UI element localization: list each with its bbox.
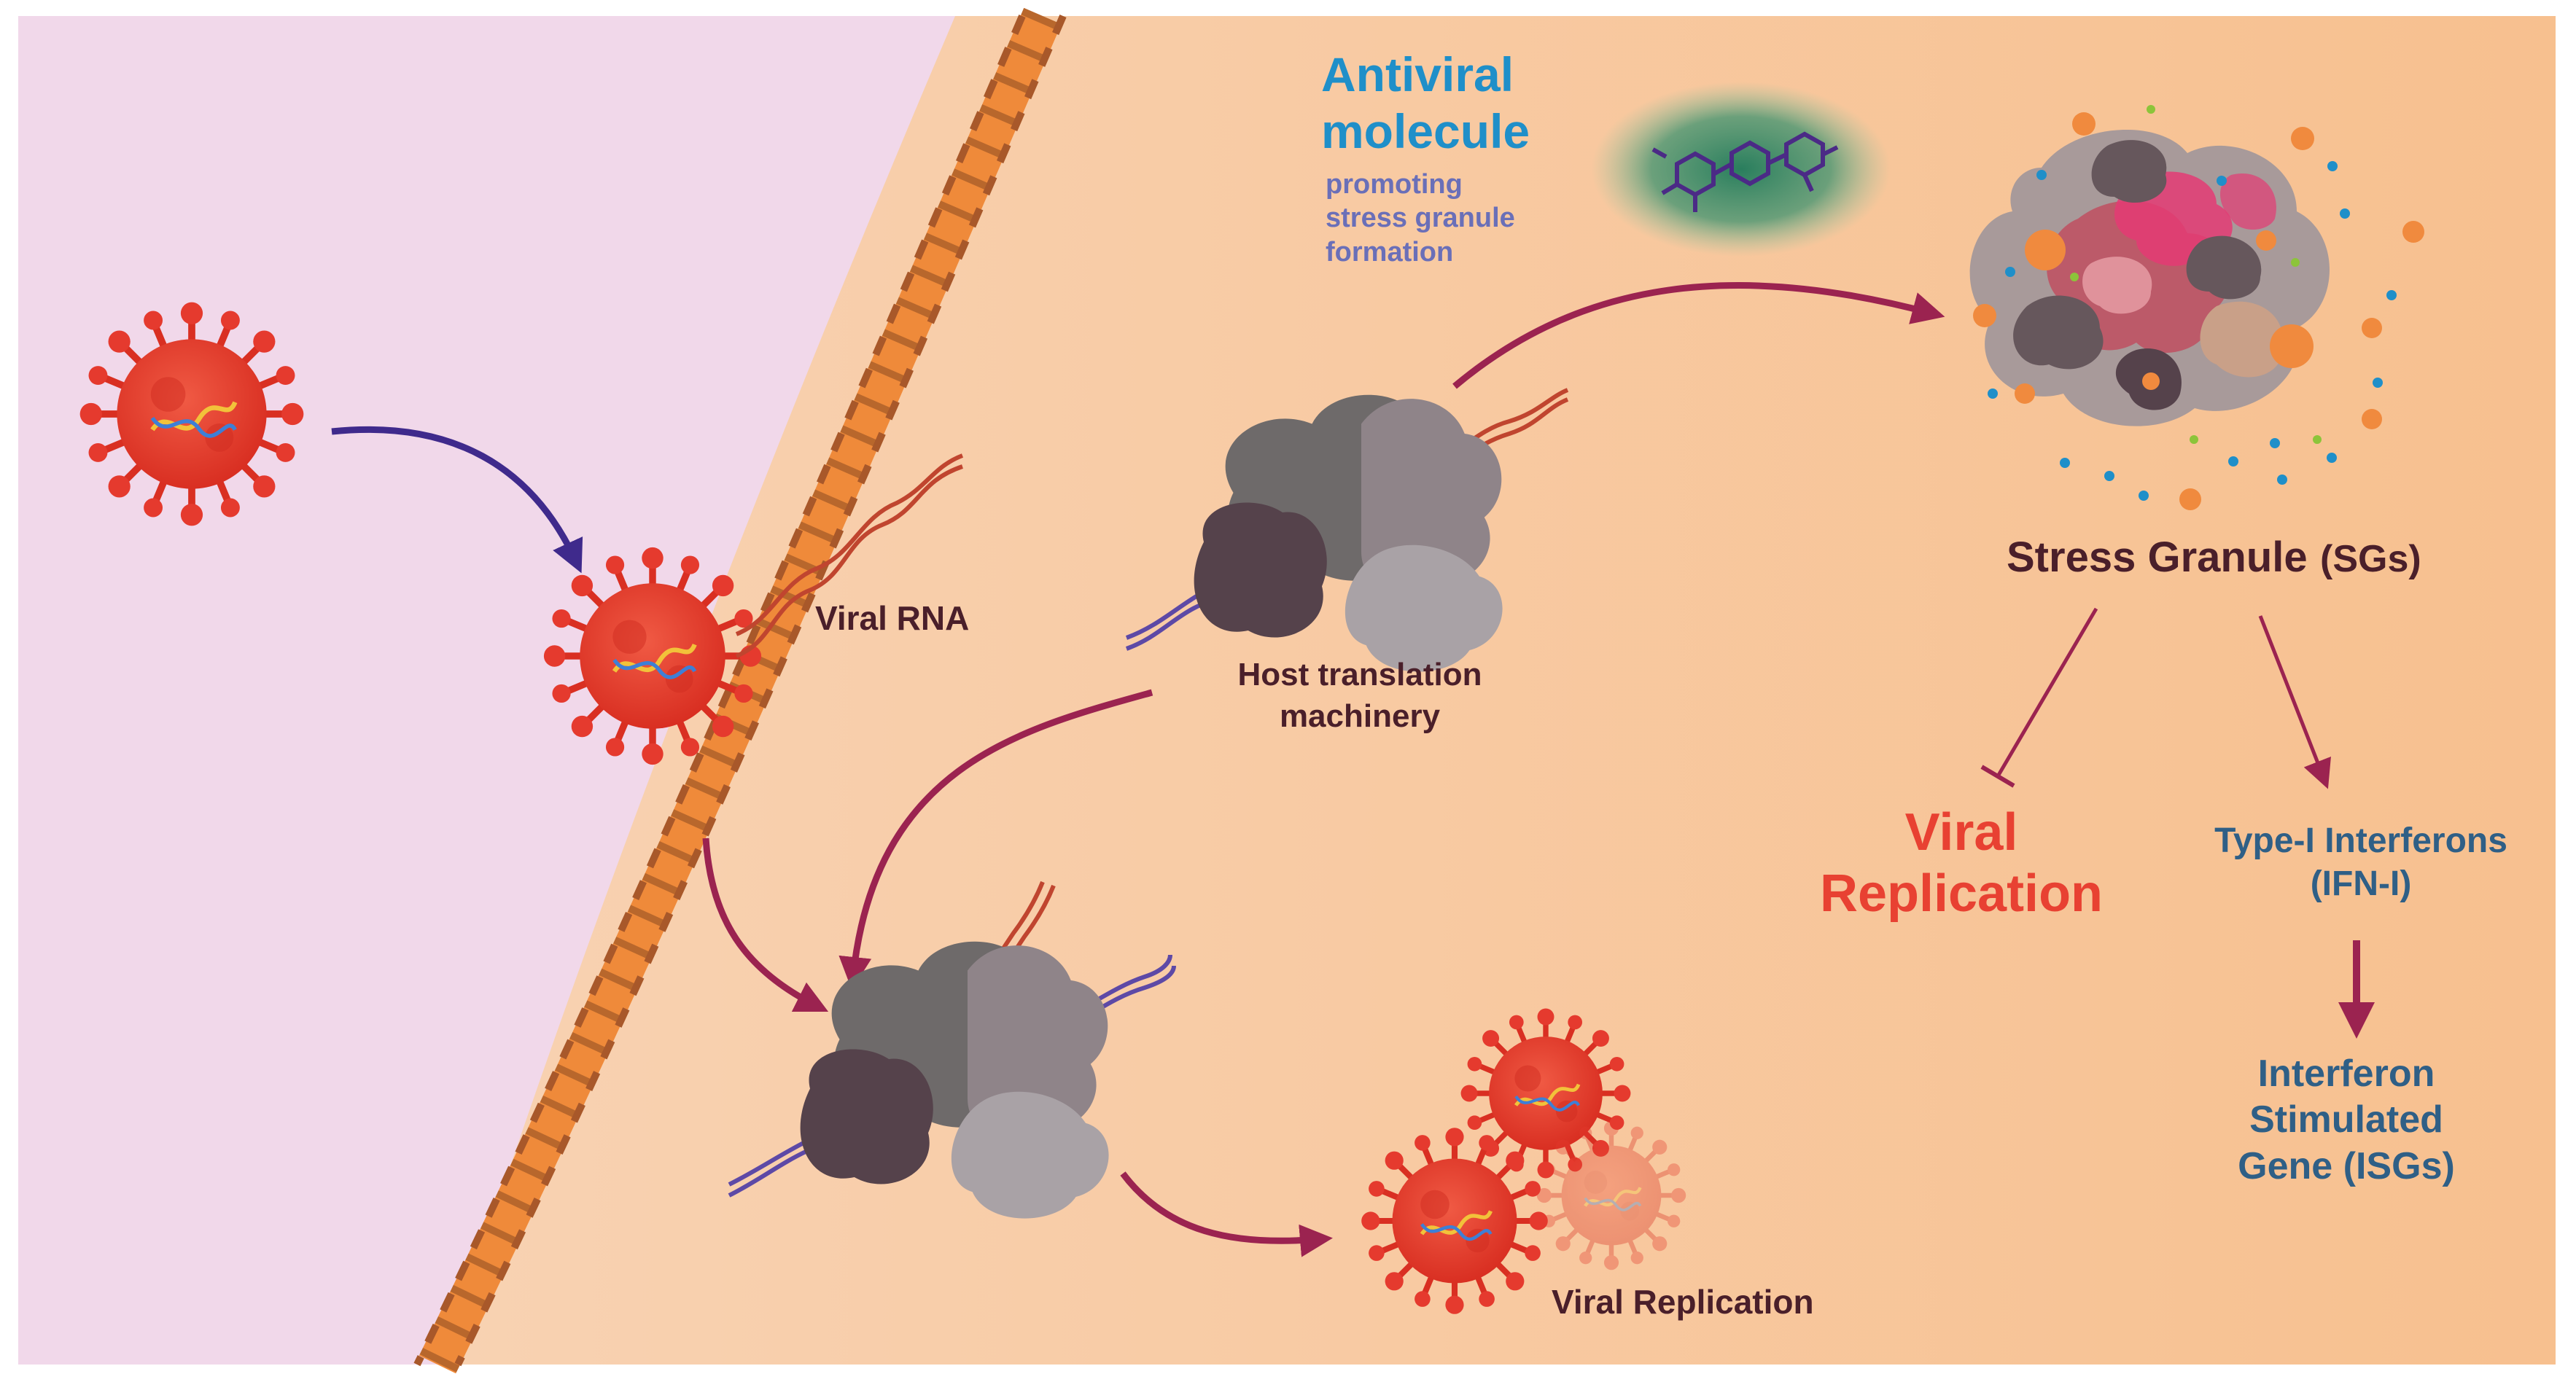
host-label-line-1: Host translation — [1237, 657, 1482, 692]
antiviral-cloud — [1592, 82, 1891, 257]
antiviral-title-line-1: Antiviral — [1321, 47, 1514, 101]
hijack-arrow — [838, 689, 1153, 990]
ifn-arrow — [2258, 615, 2331, 789]
antiviral-molecule-icon — [1651, 131, 1839, 212]
viral-replication-inhibited-label: Viral Replication — [1779, 802, 2144, 924]
entry-arrow — [331, 426, 583, 574]
antiviral-subtitle-line-1: promoting — [1326, 169, 1463, 200]
antiviral-subtitle-line-2: stress granule — [1326, 203, 1515, 234]
viral-replication-label: Viral Replication — [1552, 1283, 1814, 1321]
host-label-line-2: machinery — [1279, 698, 1441, 735]
virus-icon — [1361, 1128, 1548, 1314]
antiviral-title-line-2: molecule — [1321, 104, 1530, 158]
virus-icon — [544, 547, 761, 765]
sg-arrow — [1452, 281, 1945, 389]
isg-line-3: Gene (ISGs) — [2238, 1144, 2455, 1187]
host-translation-label: Host translation machinery — [1188, 654, 1531, 737]
isg-line-2: Stimulated — [2249, 1098, 2443, 1141]
virus-icon — [80, 302, 304, 526]
viral-rna-label: Viral RNA — [815, 599, 970, 637]
ifn-line-2: (IFN-I) — [2310, 864, 2412, 903]
antiviral-molecule-title: Antiviral molecule — [1321, 47, 1530, 160]
cell-membrane — [413, 7, 1067, 1374]
stress-granule-icon — [1969, 105, 2424, 510]
virus-icon — [1537, 1121, 1686, 1270]
isg-label: Interferon Stimulated Gene (ISGs) — [2179, 1051, 2514, 1190]
antiviral-subtitle: promoting stress granule formation — [1326, 168, 1515, 269]
replication-arrow — [1120, 1171, 1333, 1257]
isg-line-1: Interferon — [2257, 1053, 2435, 1095]
translation-arrow — [702, 838, 829, 1012]
interferon-label: Type-I Interferons (IFN-I) — [2179, 820, 2543, 905]
inhibition-line — [1996, 607, 2098, 778]
ifn-line-1: Type-I Interferons — [2214, 821, 2507, 860]
inhibition-bar — [1980, 765, 2015, 788]
viral-replication-line-1: Viral — [1904, 803, 2018, 862]
stress-granule-abbr-label: (SGs) — [2320, 538, 2421, 580]
viral-replication-line-2: Replication — [1819, 864, 2104, 924]
stress-granule-label: Stress Granule — [2007, 534, 2308, 581]
rna-helix-icon — [735, 453, 964, 658]
antiviral-subtitle-line-3: formation — [1326, 236, 1454, 268]
